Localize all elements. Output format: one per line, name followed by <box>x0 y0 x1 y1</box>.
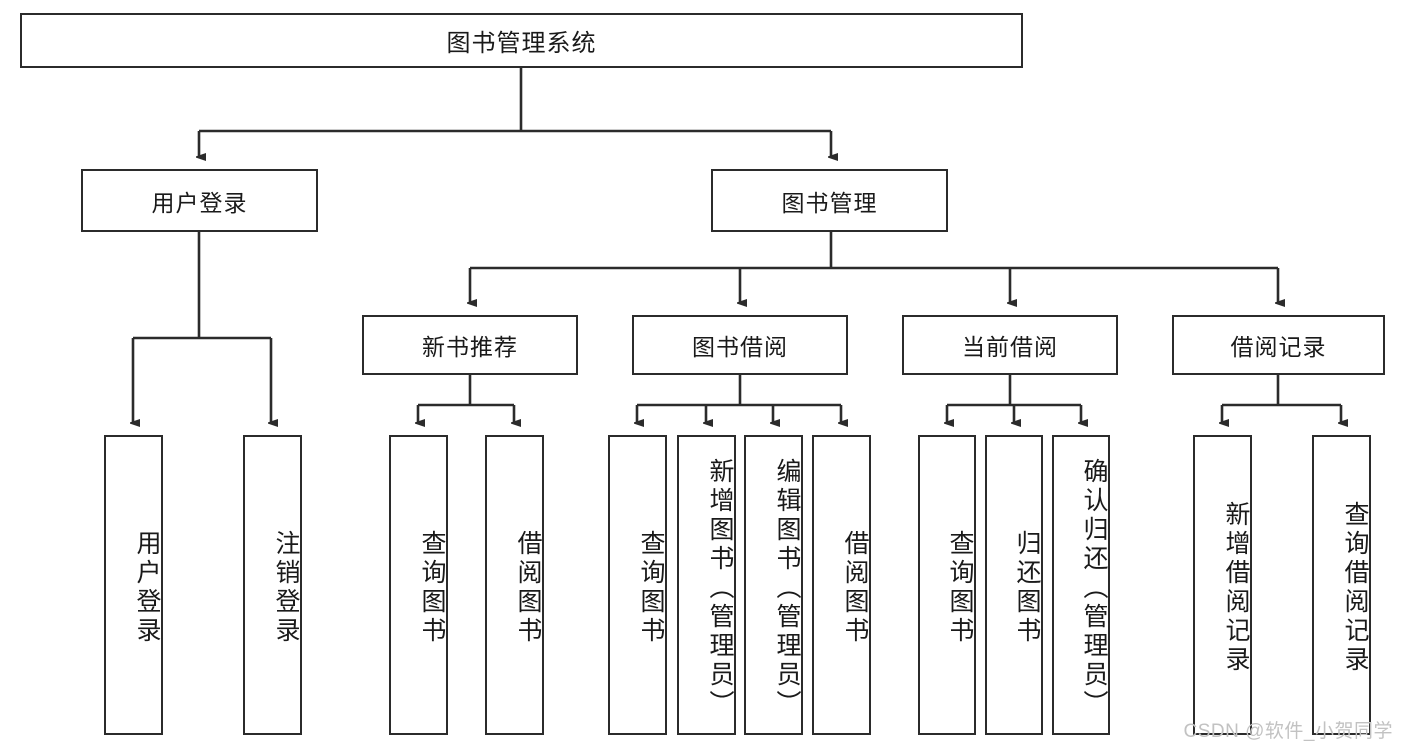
node-label: 图书借阅 <box>692 334 788 360</box>
node-label: 新增图书（管理员） <box>706 457 734 719</box>
node-label: 图书管理 <box>781 189 878 216</box>
leaf-query-borrow-record[interactable]: 查询借阅记录 <box>1312 435 1371 735</box>
leaf-return-book[interactable]: 归还图书 <box>985 435 1043 735</box>
csdn-watermark: CSDN @软件_小贺同学 <box>1183 721 1393 742</box>
node-label: 查询图书 <box>946 530 974 646</box>
node-root-book-management-system[interactable]: 图书管理系统 <box>20 13 1023 68</box>
node-label: 图书管理系统 <box>446 30 597 57</box>
node-label: 借阅图书 <box>514 530 542 646</box>
leaf-add-book-admin[interactable]: 新增图书（管理员） <box>677 435 736 735</box>
leaf-borrow-book-recommend[interactable]: 借阅图书 <box>485 435 544 735</box>
node-label: 查询借阅记录 <box>1341 501 1369 675</box>
node-label: 确认归还（管理员） <box>1080 457 1108 719</box>
leaf-user-login[interactable]: 用户登录 <box>104 435 163 735</box>
node-user-login[interactable]: 用户登录 <box>81 169 318 232</box>
node-borrow-record[interactable]: 借阅记录 <box>1172 315 1385 375</box>
node-label: 编辑图书（管理员） <box>773 457 801 719</box>
node-label: 借阅图书 <box>841 530 869 646</box>
node-label: 查询图书 <box>418 530 446 646</box>
leaf-logout-login[interactable]: 注销登录 <box>243 435 302 735</box>
node-current-borrow[interactable]: 当前借阅 <box>902 315 1118 375</box>
node-label: 归还图书 <box>1013 530 1041 646</box>
node-book-management[interactable]: 图书管理 <box>711 169 948 232</box>
node-label: 用户登录 <box>133 530 161 646</box>
node-book-borrow[interactable]: 图书借阅 <box>632 315 848 375</box>
node-label: 注销登录 <box>272 530 300 646</box>
node-label: 查询图书 <box>637 530 665 646</box>
leaf-confirm-return-admin[interactable]: 确认归还（管理员） <box>1052 435 1110 735</box>
node-label: 新书推荐 <box>422 334 518 360</box>
node-label: 借阅记录 <box>1230 334 1327 360</box>
node-label: 用户登录 <box>151 189 248 216</box>
leaf-edit-book-admin[interactable]: 编辑图书（管理员） <box>744 435 803 735</box>
leaf-query-book-current[interactable]: 查询图书 <box>918 435 976 735</box>
node-label: 新增借阅记录 <box>1222 501 1250 675</box>
node-new-book-recommend[interactable]: 新书推荐 <box>362 315 578 375</box>
node-label: 当前借阅 <box>962 334 1058 360</box>
leaf-add-borrow-record[interactable]: 新增借阅记录 <box>1193 435 1252 735</box>
leaf-query-book-recommend[interactable]: 查询图书 <box>389 435 448 735</box>
leaf-query-book-borrow[interactable]: 查询图书 <box>608 435 667 735</box>
leaf-borrow-book[interactable]: 借阅图书 <box>812 435 871 735</box>
